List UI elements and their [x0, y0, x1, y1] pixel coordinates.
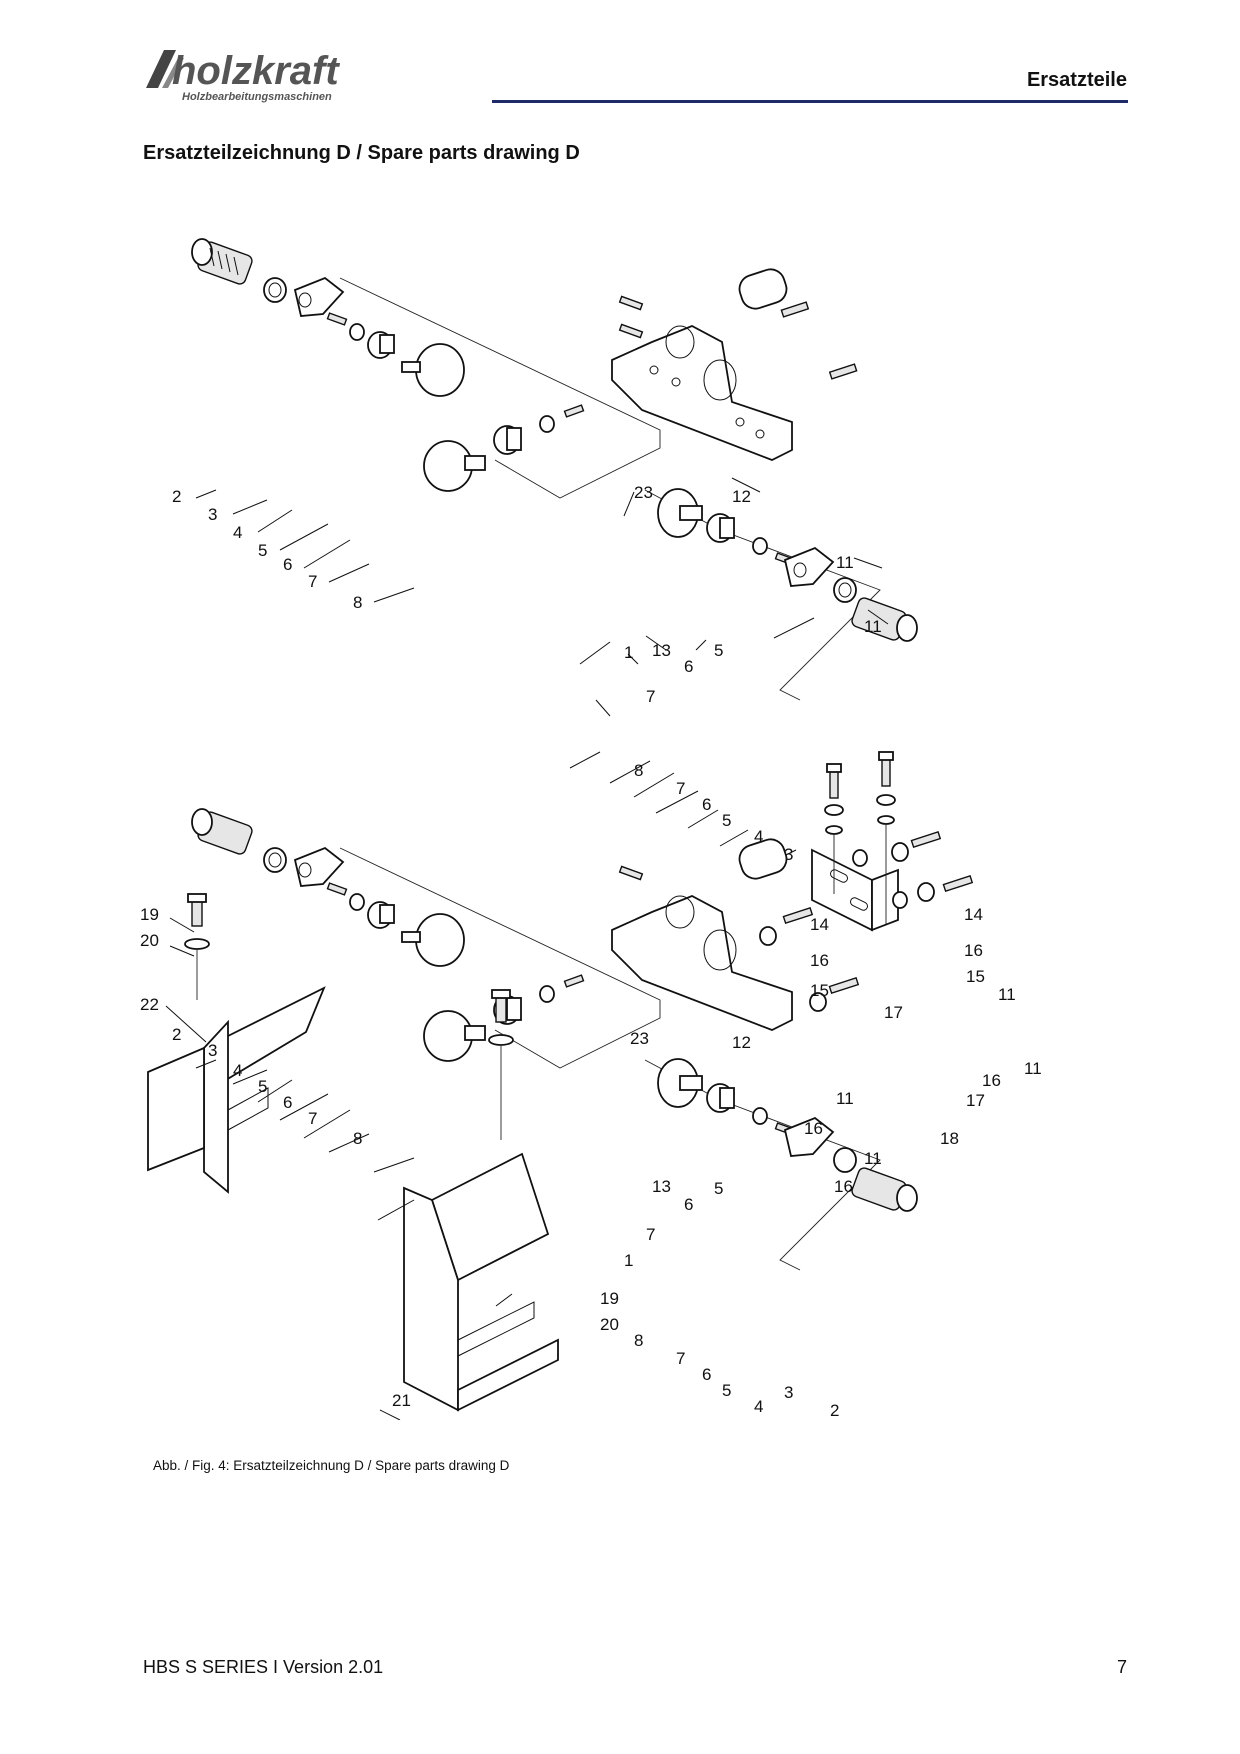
label-7-bot-a: 7 [308, 1109, 317, 1128]
label-13-top: 13 [652, 641, 671, 660]
label-8-bot-b: 8 [634, 1331, 643, 1350]
label-7-top-c: 7 [676, 779, 685, 798]
label-16-bot-c: 16 [982, 1071, 1001, 1090]
label-6-bot-c: 6 [702, 1365, 711, 1384]
holzkraft-logo: holzkraft Holzbearbeitungsmaschinen [146, 49, 340, 103]
label-8-bot-a: 8 [353, 1129, 362, 1148]
label-17-bot-b: 17 [966, 1091, 985, 1110]
label-7-bot-b: 7 [646, 1225, 655, 1244]
label-6-top-c: 6 [702, 795, 711, 814]
label-18: 18 [940, 1129, 959, 1148]
label-12-top: 12 [732, 487, 751, 506]
label-8-top-b: 8 [634, 761, 643, 780]
page-number: 7 [1116, 1657, 1127, 1677]
label-5-bot-c: 5 [722, 1381, 731, 1400]
label-14-bot-b: 14 [964, 905, 983, 924]
label-16-bot-e: 16 [834, 1177, 853, 1196]
label-17-bot-a: 17 [884, 1003, 903, 1022]
header-rule [492, 100, 1128, 103]
label-16-bot-a: 16 [810, 951, 829, 970]
label-8-top-a: 8 [353, 593, 362, 612]
logo-wordmark: holzkraft [172, 49, 340, 93]
label-4-bot-b: 4 [754, 1397, 763, 1416]
section-label: Ersatzteile [1026, 69, 1127, 91]
label-11-top-b: 11 [864, 617, 882, 636]
figure-caption: Abb. / Fig. 4: Ersatzteilzeichnung D / S… [153, 1458, 510, 1473]
label-11-top-a: 11 [836, 553, 854, 572]
label-2-bot-b: 2 [830, 1401, 839, 1420]
label-3-bot-b: 3 [784, 1383, 793, 1402]
label-19-bot-a: 19 [140, 905, 159, 924]
label-16-bot-b: 16 [964, 941, 983, 960]
label-14-bot-a: 14 [810, 915, 829, 934]
label-3-top-b: 3 [784, 845, 793, 864]
label-12-bot: 12 [732, 1033, 751, 1052]
label-23-bot: 23 [630, 1029, 649, 1048]
label-22: 22 [140, 995, 159, 1014]
label-20-bot-a: 20 [140, 931, 159, 950]
label-6-bot-b: 6 [684, 1195, 693, 1214]
label-1-bot: 1 [624, 1251, 633, 1270]
logo-subtext: Holzbearbeitungsmaschinen [182, 91, 332, 103]
label-5-bot-b: 5 [714, 1179, 723, 1198]
label-11-bot-b: 11 [1024, 1059, 1042, 1078]
label-13-bot: 13 [652, 1177, 671, 1196]
label-4-top-b: 4 [754, 827, 763, 846]
label-3-top-a: 3 [208, 505, 217, 524]
top-assembly: 2 3 4 5 6 7 8 1 5 6 7 23 12 11 11 13 8 7… [172, 238, 918, 884]
label-11-bot-a: 11 [998, 985, 1016, 1004]
label-16-bot-d: 16 [804, 1119, 823, 1138]
label-21: 21 [392, 1391, 411, 1410]
label-11-bot-c: 11 [836, 1089, 854, 1108]
label-5-top-a: 5 [258, 541, 267, 560]
label-6-top-a: 6 [283, 555, 292, 574]
exploded-parts-drawing: 2 3 4 5 6 7 8 1 5 6 7 23 12 11 11 13 8 7… [140, 238, 1042, 1420]
label-3-bot-a: 3 [208, 1041, 217, 1060]
label-6-bot-a: 6 [283, 1093, 292, 1112]
label-20-bot-b: 20 [600, 1315, 619, 1334]
footer-doc: HBS S SERIES I Version 2.01 [143, 1657, 384, 1677]
page-title: Ersatzteilzeichnung D / Spare parts draw… [143, 142, 580, 164]
label-15-bot-b: 15 [966, 967, 985, 986]
label-4-top-a: 4 [233, 523, 242, 542]
bottom-assembly [147, 751, 974, 1420]
label-7-top-a: 7 [308, 572, 317, 591]
label-7-bot-c: 7 [676, 1349, 685, 1368]
label-4-bot-a: 4 [233, 1061, 242, 1080]
label-7-top-b: 7 [646, 687, 655, 706]
label-2-top-a: 2 [172, 487, 181, 506]
label-5-bot-a: 5 [258, 1077, 267, 1096]
label-6-top-b: 6 [684, 657, 693, 676]
label-5-top-c: 5 [722, 811, 731, 830]
label-1-top: 1 [624, 643, 633, 662]
label-15-bot-a: 15 [810, 981, 829, 1000]
label-19-bot-b: 19 [600, 1289, 619, 1308]
label-11-bot-d: 11 [864, 1149, 882, 1168]
label-23-top: 23 [634, 483, 653, 502]
label-5-top-b: 5 [714, 641, 723, 660]
label-2-bot-a: 2 [172, 1025, 181, 1044]
